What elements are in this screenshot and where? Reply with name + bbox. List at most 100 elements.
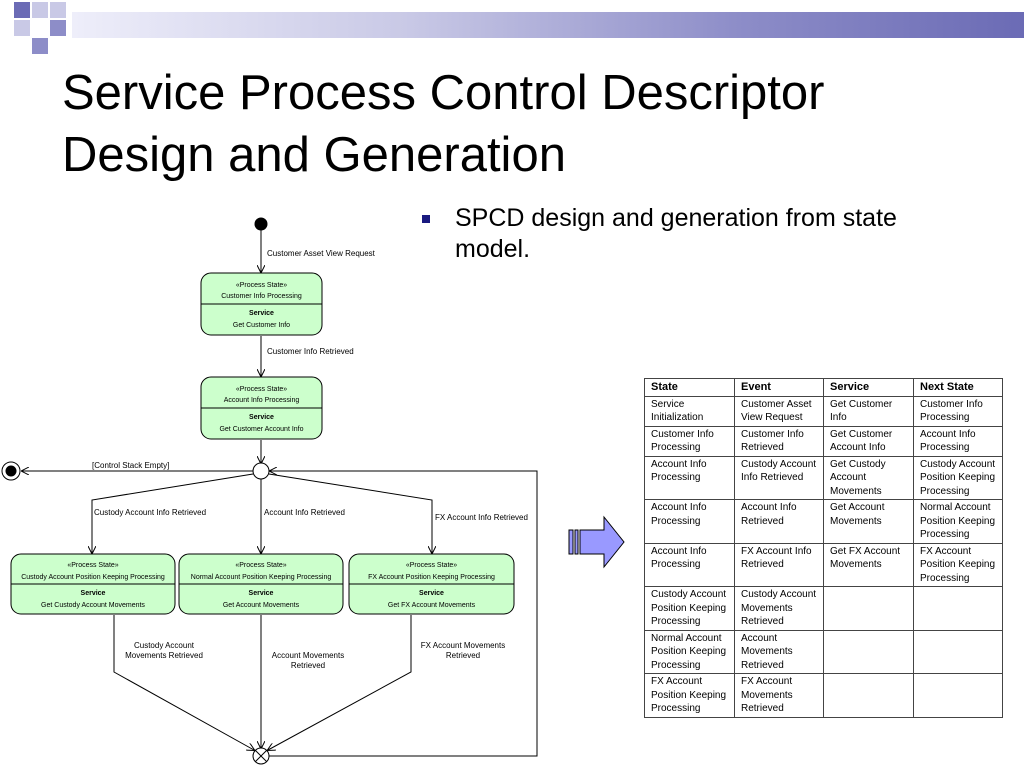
column-header: Next State — [913, 378, 1003, 397]
transition-label: FX Account Info Retrieved — [435, 513, 528, 522]
arrow-right-icon — [568, 515, 625, 569]
state-service: Get FX Account Movements — [388, 602, 476, 609]
table-cell: Custody Account Info Retrieved — [734, 455, 824, 500]
transition-label: Customer Asset View Request — [267, 249, 376, 258]
corner-square-5 — [50, 20, 66, 36]
service-label: Service — [249, 590, 274, 597]
table-cell: Get Custody Account Movements — [823, 455, 914, 500]
table-cell: Custody Account Position Keeping Process… — [913, 455, 1003, 500]
transition-label: Custody Account Info Retrieved — [94, 508, 206, 517]
table-cell: Get Account Movements — [823, 499, 914, 544]
table-row: Service Initialization Customer Asset Vi… — [644, 395, 1003, 427]
table-row: Account Info Processing Account Info Ret… — [644, 499, 1003, 544]
table-cell: Account Info Processing — [644, 542, 735, 587]
state-name: Normal Account Position Keeping Processi… — [191, 574, 332, 581]
service-label: Service — [81, 590, 106, 597]
table-row: Account Info Processing FX Account Info … — [644, 542, 1003, 587]
table-cell: Custody Account Position Keeping Process… — [644, 586, 735, 631]
table-cell: Custody Account Movements Retrieved — [734, 586, 824, 631]
transition-label: Retrieved — [291, 661, 325, 670]
state-name: FX Account Position Keeping Processing — [368, 574, 495, 581]
column-header: Event — [734, 378, 824, 397]
state-stereotype: «Process State» — [235, 562, 286, 569]
table-header-row: State Event Service Next State — [644, 378, 1003, 397]
table-cell: Account Info Processing — [644, 499, 735, 544]
column-header: State — [644, 378, 735, 397]
state-transition-table: State Event Service Next State Service I… — [644, 378, 1003, 718]
transition-label: Custody Account — [134, 641, 195, 650]
state-name: Custody Account Position Keeping Process… — [21, 574, 165, 581]
transition-label: Retrieved — [446, 651, 480, 660]
state-account-info-processing: «Process State» Account Info Processing … — [200, 376, 323, 440]
state-name: Account Info Processing — [224, 397, 300, 404]
corner-square-2 — [32, 2, 48, 18]
table-row: Normal Account Position Keeping Processi… — [644, 629, 1003, 674]
table-cell: Service Initialization — [644, 395, 735, 427]
terminate-node-icon — [252, 747, 270, 765]
table-cell: Normal Account Position Keeping Processi… — [644, 629, 735, 674]
title-line-1: Service Process Control Descriptor — [62, 66, 825, 120]
table-cell: Get Customer Account Info — [823, 425, 914, 457]
corner-square-4 — [14, 20, 30, 36]
table-cell: Get FX Account Movements — [823, 542, 914, 587]
table-cell — [823, 586, 914, 631]
transition-label: Movements Retrieved — [125, 651, 203, 660]
state-stereotype: «Process State» — [236, 386, 287, 393]
title-gradient-bar — [72, 12, 1024, 38]
state-stereotype: «Process State» — [406, 562, 457, 569]
table-cell — [913, 629, 1003, 674]
corner-square-1 — [14, 2, 30, 18]
transition-label: Account Movements — [272, 651, 344, 660]
table-cell — [913, 673, 1003, 718]
state-service: Get Customer Info — [233, 322, 290, 329]
column-header: Service — [823, 378, 914, 397]
corner-square-3 — [50, 2, 66, 18]
final-state-icon — [1, 461, 21, 481]
table-cell — [913, 586, 1003, 631]
table-row: Customer Info Processing Customer Info R… — [644, 425, 1003, 457]
state-service: Get Account Movements — [223, 602, 300, 609]
initial-state-icon — [254, 217, 268, 231]
table-cell: FX Account Position Keeping Processing — [913, 542, 1003, 587]
junction-node — [252, 462, 270, 480]
table-cell: Customer Info Processing — [644, 425, 735, 457]
transition-label: Customer Info Retrieved — [267, 347, 354, 356]
title-line-2: Design and Generation — [62, 128, 566, 182]
transition-label: [Control Stack Empty] — [92, 461, 169, 470]
transition-label: FX Account Movements — [421, 641, 505, 650]
service-label: Service — [249, 414, 274, 421]
service-label: Service — [419, 590, 444, 597]
transition-label: Account Info Retrieved — [264, 508, 345, 517]
table-cell: Customer Info Retrieved — [734, 425, 824, 457]
table-cell: FX Account Info Retrieved — [734, 542, 824, 587]
state-custody-account-processing: «Process State» Custody Account Position… — [10, 553, 176, 615]
table-row: Account Info Processing Custody Account … — [644, 455, 1003, 500]
table-cell: FX Account Movements Retrieved — [734, 673, 824, 718]
table-cell: Normal Account Position Keeping Processi… — [913, 499, 1003, 544]
state-stereotype: «Process State» — [67, 562, 118, 569]
state-customer-info-processing: «Process State» Customer Info Processing… — [200, 272, 323, 336]
table-cell — [823, 673, 914, 718]
table-cell: Account Info Processing — [913, 425, 1003, 457]
table-cell: Account Info Processing — [644, 455, 735, 500]
state-normal-account-processing: «Process State» Normal Account Position … — [178, 553, 344, 615]
table-cell: Account Movements Retrieved — [734, 629, 824, 674]
state-diagram: «Process State» Customer Info Processing… — [1, 217, 538, 765]
state-name: Customer Info Processing — [221, 293, 302, 300]
table-cell — [823, 629, 914, 674]
state-fx-account-processing: «Process State» FX Account Position Keep… — [348, 553, 515, 615]
corner-square-6 — [32, 38, 48, 54]
bullet-text: SPCD design and generation from state mo… — [455, 204, 897, 263]
table-cell: Get Customer Info — [823, 395, 914, 427]
service-label: Service — [249, 310, 274, 317]
page-title: Service Process Control Descriptor Desig… — [62, 62, 1002, 186]
bullet-square-icon — [422, 215, 430, 223]
table-row: Custody Account Position Keeping Process… — [644, 586, 1003, 631]
table-cell: FX Account Position Keeping Processing — [644, 673, 735, 718]
state-service: Get Custody Account Movements — [41, 602, 145, 609]
table-cell: Customer Info Processing — [913, 395, 1003, 427]
state-service: Get Customer Account Info — [219, 426, 303, 433]
table-cell: Account Info Retrieved — [734, 499, 824, 544]
table-cell: Customer Asset View Request — [734, 395, 824, 427]
state-stereotype: «Process State» — [236, 282, 287, 289]
